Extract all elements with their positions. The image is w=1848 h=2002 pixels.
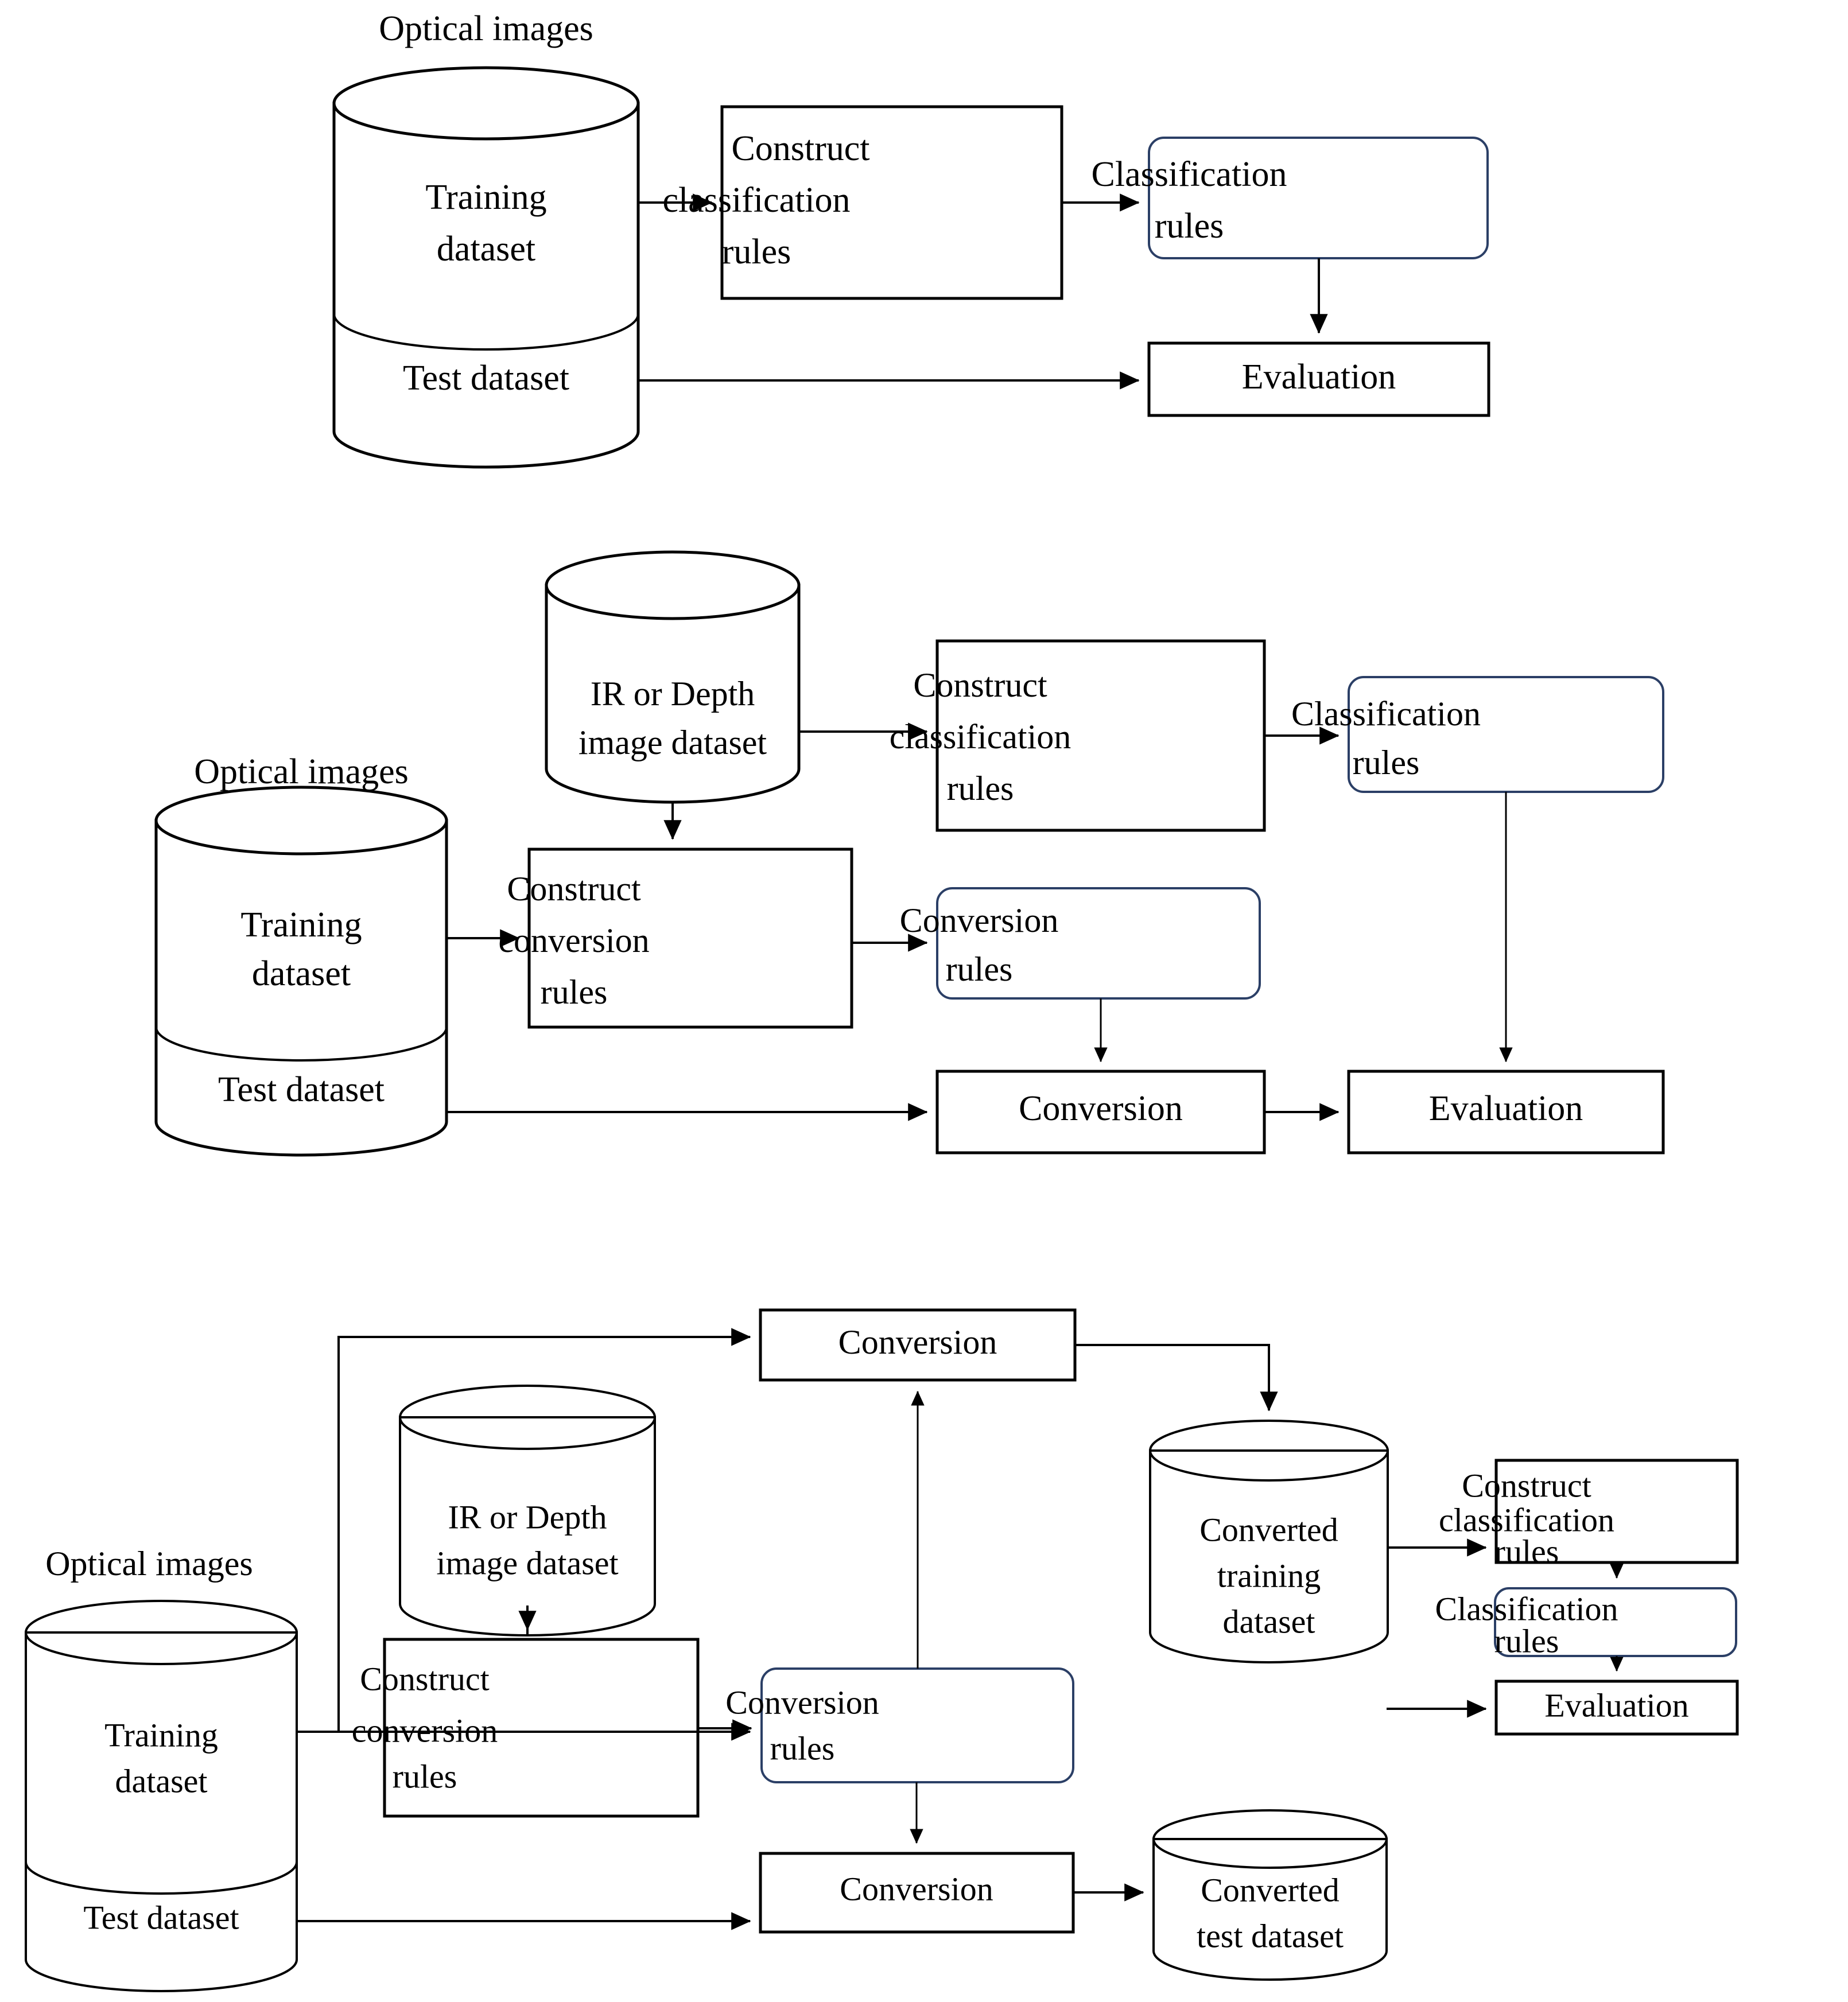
panel-c-conversion-top-box [759,1308,1077,1382]
panel-c-converted-training-cylinder [1149,1420,1389,1663]
panel-b-classification-rules-label-1: Classification [1291,695,1481,733]
panel-c-construct-conversion-rules-box [383,1638,700,1818]
panel-c-converted-training-label-2: training [1217,1557,1321,1594]
panel-c-ir-depth-label-1: IR or Depth [448,1498,607,1535]
panel-a-caption: Optical images [379,9,593,48]
panel-b-construct-conversion-rules-box [527,848,853,1029]
panel-b-caption: Optical images [194,752,409,791]
panel-c-edge-conversion-top-to-converted-training [1075,1344,1278,1412]
panel-b-construct-classification-rules-box [935,639,1266,832]
panel-b: Optical images IR or Depth image dataset… [154,550,1665,1157]
panel-a-training-dataset-label-1: Training [425,178,546,217]
panel-c-construct-conversion-rules-label-1: Construct [360,1660,490,1697]
panel-c-converted-training-label-3: dataset [1222,1603,1315,1640]
panel-c-classification-rules-box [1494,1587,1737,1657]
panel-b-ir-depth-cylinder [545,550,801,804]
panel-b-ir-depth-label-2: image dataset [579,724,767,761]
panel-b-optical-cylinder [154,786,448,1157]
panel-c-construct-conversion-rules-label-3: rules [393,1758,457,1795]
panel-a: Optical images Training dataset Test dat… [332,9,1490,469]
panel-b-training-dataset-label-1: Training [240,905,362,944]
panel-a-construct-classification-rules-label-1: Construct [731,129,869,168]
panel-c-ir-depth-label-2: image dataset [436,1544,618,1581]
panel-c-optical-cylinder [25,1600,298,1992]
panel-b-conversion-rules-label-1: Conversion [900,901,1059,939]
panel-b-training-dataset-label-2: dataset [252,954,351,993]
panel-c-converted-test-label-1: Converted [1201,1871,1340,1908]
panel-c: Optical images Conversion IR or Depth im… [25,1308,1739,1992]
panel-c-construct-classification-rules-label-3: rules [1494,1533,1559,1570]
panel-c-conversion-rules-label-2: rules [770,1729,835,1767]
panel-c-edge-training-to-conversion-top [337,1328,751,1732]
panel-a-classification-rules-label-2: rules [1155,207,1224,246]
panel-a-evaluation-box [1147,341,1490,417]
panel-b-conversion-rules-label-2: rules [946,950,1013,988]
panel-c-converted-test-cylinder [1152,1809,1388,1981]
panel-c-converted-test-label-2: test dataset [1197,1917,1344,1954]
panel-c-evaluation-label: Evaluation [1544,1686,1688,1724]
panel-c-construct-classification-rules-label-2: classification [1439,1501,1614,1538]
panel-c-conversion-top-label: Conversion [838,1323,997,1361]
panel-b-conversion-label: Conversion [1019,1089,1183,1128]
panel-b-evaluation-box [1347,1070,1665,1154]
panel-b-construct-conversion-rules-label-1: Construct [507,870,641,908]
panel-b-construct-classification-rules-label-3: rules [947,769,1014,807]
panel-c-construct-classification-rules-label-1: Construct [1462,1467,1591,1504]
panel-b-ir-depth-label-1: IR or Depth [591,675,755,713]
panel-c-conversion-bottom-box [759,1852,1075,1934]
panel-b-classification-rules-label-2: rules [1353,744,1420,782]
panel-a-classification-rules-label-1: Classification [1092,155,1287,194]
panel-b-construct-conversion-rules-label-2: conversion [498,922,649,959]
panel-a-construct-classification-rules-label-3: rules [722,232,791,271]
panel-b-conversion-rules-box [936,887,1261,1000]
panel-c-construct-conversion-rules-label-2: conversion [352,1712,498,1749]
panel-b-evaluation-label: Evaluation [1429,1089,1583,1128]
panel-c-classification-rules-label-1: Classification [1435,1590,1618,1627]
panel-c-training-dataset-label-1: Training [104,1716,218,1754]
panel-b-construct-classification-rules-label-1: Construct [913,666,1047,704]
panel-a-evaluation-label: Evaluation [1242,357,1396,396]
panel-c-caption: Optical images [45,1545,253,1583]
panel-a-optical-cylinder [332,66,640,469]
panel-c-converted-training-label-1: Converted [1199,1511,1338,1548]
panel-b-conversion-box [935,1070,1266,1154]
panel-a-test-dataset-label: Test dataset [403,359,569,398]
panel-c-conversion-bottom-label: Conversion [840,1870,993,1907]
panel-c-conversion-rules-label-1: Conversion [725,1684,879,1721]
panel-c-test-dataset-label: Test dataset [83,1899,239,1936]
panel-a-training-dataset-label-2: dataset [437,230,535,269]
panel-c-evaluation-box [1494,1680,1739,1736]
panel-b-construct-classification-rules-label-2: classification [890,718,1071,756]
panel-c-classification-rules-label-2: rules [1494,1622,1559,1659]
panel-b-construct-conversion-rules-label-3: rules [541,973,608,1011]
panel-c-construct-classification-rules-box [1494,1459,1739,1564]
panel-a-construct-classification-rules-label-2: classification [662,181,850,220]
panel-c-training-dataset-label-2: dataset [115,1762,207,1799]
panel-c-ir-depth-cylinder [399,1385,656,1636]
panel-b-test-dataset-label: Test dataset [218,1070,385,1109]
